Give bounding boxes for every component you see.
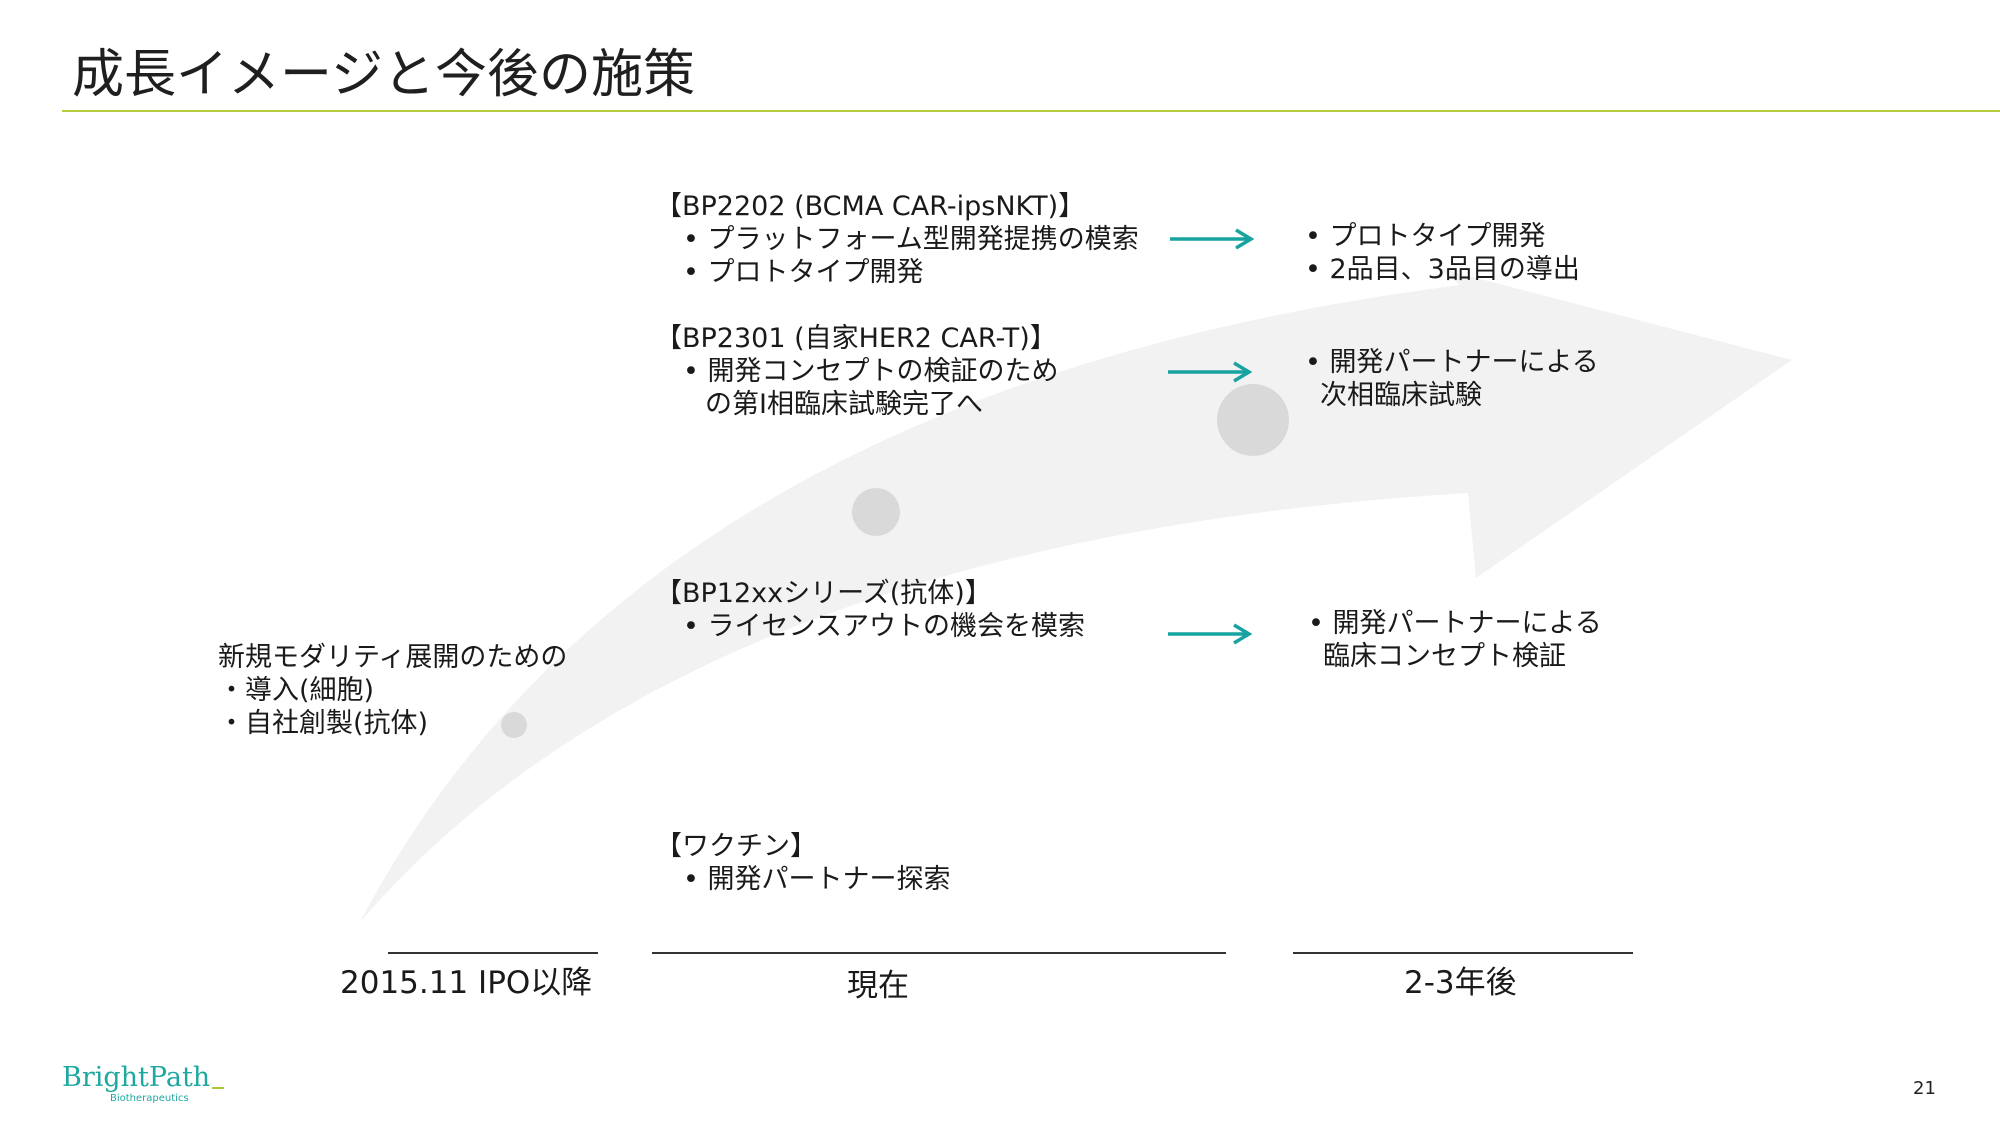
program-item: • ライセンスアウトの機会を模索 [683, 611, 1085, 642]
timeline-rule-now [652, 952, 1226, 954]
milestone-circle-medium [852, 488, 900, 536]
future-item-continued: 次相臨床試験 [1320, 380, 1482, 411]
page-title: 成長イメージと今後の施策 [72, 45, 695, 105]
title-rule [62, 110, 2000, 112]
program-bp2202: 【BP2202 (BCMA CAR-ipsNKT)】 • プラットフォーム型開発… [655, 190, 1139, 289]
program-item: • プラットフォーム型開発提携の模索 [683, 224, 1139, 255]
program-head: 【BP12xxシリーズ(抗体)】 [655, 578, 992, 609]
left-note-line: ・自社創製(抗体) [218, 708, 429, 739]
left-note: 新規モダリティ展開のための ・導入(細胞) ・自社創製(抗体) [218, 641, 567, 740]
program-bp12xx: 【BP12xxシリーズ(抗体)】 • ライセンスアウトの機会を模索 [655, 577, 1085, 643]
program-head: 【BP2301 (自家HER2 CAR-T)】 [655, 323, 1057, 354]
page-number: 21 [1913, 1078, 1936, 1099]
timeline-rule-future [1293, 952, 1633, 954]
arrow-right-icon [1170, 228, 1254, 250]
program-head: 【ワクチン】 [655, 831, 817, 862]
program-item-continued: の第I相臨床試験完了へ [705, 389, 983, 420]
program-item: • 開発パートナー探索 [683, 864, 951, 895]
logo-brand-text: BrightPath [62, 1062, 211, 1093]
milestone-circle-small [501, 712, 527, 738]
future-item: • 2品目、3品目の導出 [1305, 254, 1580, 285]
program-head: 【BP2202 (BCMA CAR-ipsNKT)】 [655, 191, 1086, 222]
arrow-right-icon [1168, 623, 1252, 645]
logo-subtext: Biotherapeutics [110, 1093, 189, 1104]
future-item: • 開発パートナーによる [1308, 608, 1602, 639]
company-logo: BrightPath Biotherapeutics [62, 1062, 225, 1104]
future-outcome-1: • プロトタイプ開発 • 2品目、3品目の導出 [1305, 220, 1580, 286]
growth-arrow-band [360, 268, 1792, 922]
future-item-continued: 臨床コンセプト検証 [1323, 641, 1566, 672]
milestone-circle-large [1217, 384, 1289, 456]
program-item: • プロトタイプ開発 [683, 257, 924, 288]
logo-underline [212, 1087, 225, 1089]
program-item: • 開発コンセプトの検証のため [683, 356, 1059, 387]
future-item: • プロトタイプ開発 [1305, 221, 1546, 252]
program-vaccine: 【ワクチン】 • 開発パートナー探索 [655, 830, 951, 896]
timeline-label-future: 2-3年後 [1404, 965, 1517, 1001]
timeline-label-now: 現在 [847, 968, 909, 1004]
left-note-line: ・導入(細胞) [218, 675, 375, 706]
left-note-line: 新規モダリティ展開のための [218, 642, 568, 673]
future-outcome-2: • 開発パートナーによる 次相臨床試験 [1305, 346, 1599, 412]
program-bp2301: 【BP2301 (自家HER2 CAR-T)】 • 開発コンセプトの検証のため … [655, 322, 1059, 421]
future-outcome-3: • 開発パートナーによる 臨床コンセプト検証 [1308, 607, 1602, 673]
arrow-right-icon [1168, 361, 1252, 383]
timeline-label-past: 2015.11 IPO以降 [340, 965, 593, 1001]
timeline-rule-past [388, 952, 598, 954]
future-item: • 開発パートナーによる [1305, 347, 1599, 378]
